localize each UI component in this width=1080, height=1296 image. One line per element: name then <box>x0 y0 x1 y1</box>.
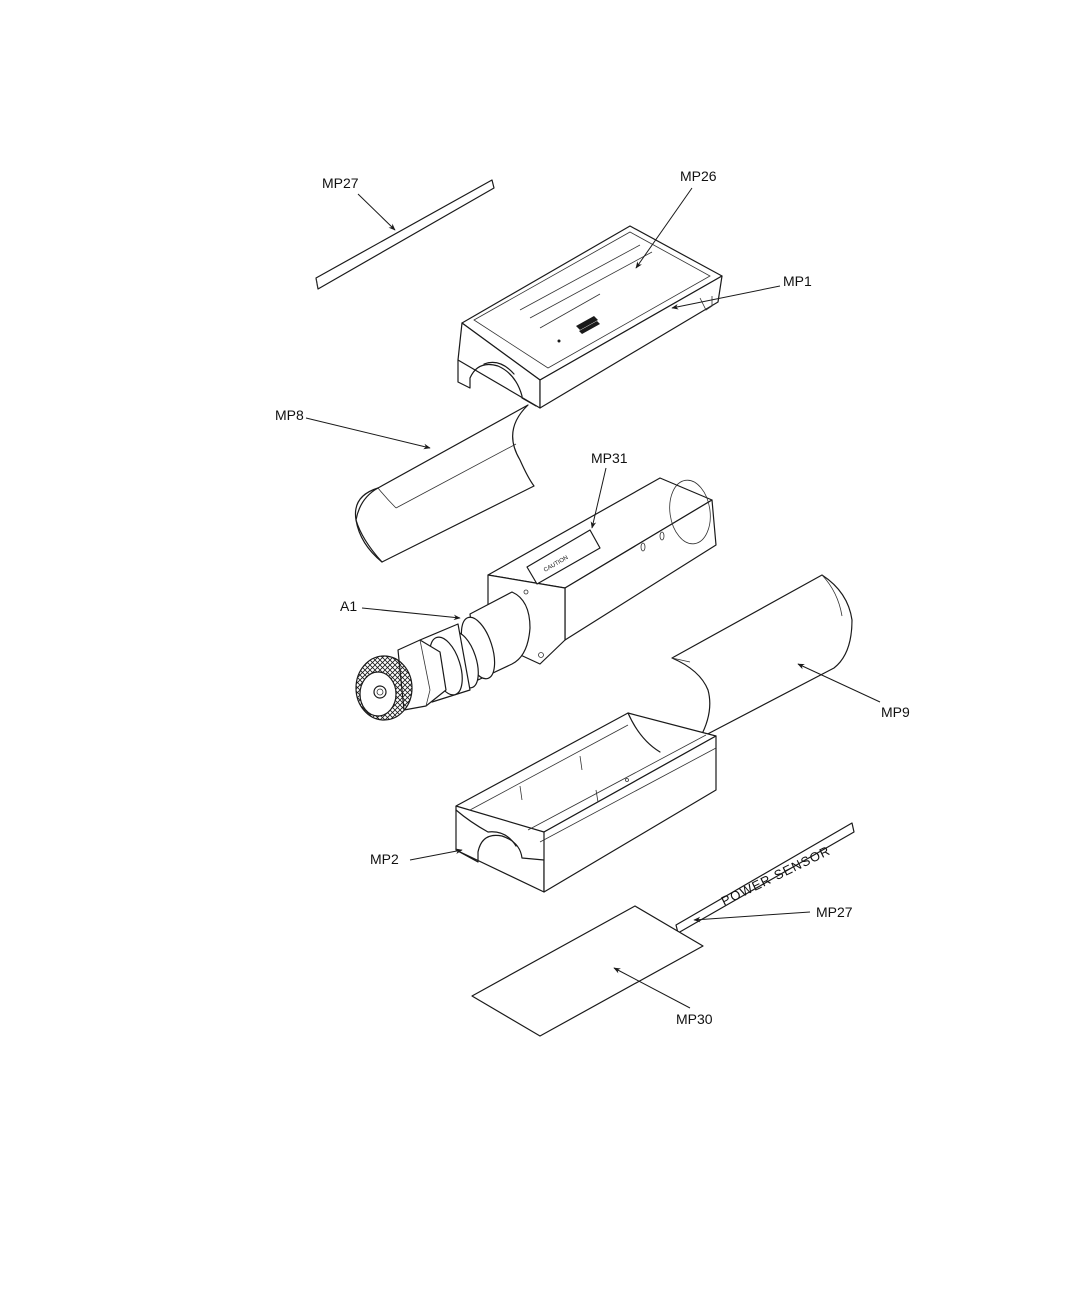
mp30-sheet <box>472 906 703 1036</box>
callout-mp27-top: MP27 <box>322 175 359 191</box>
callout-mp8: MP8 <box>275 407 304 423</box>
leader-mp8 <box>306 418 430 448</box>
mp8-shield <box>355 405 534 562</box>
leader-mp9 <box>798 664 880 702</box>
mp2-bottom-shell <box>456 713 716 892</box>
callout-mp30: MP30 <box>676 1011 713 1027</box>
callout-mp2: MP2 <box>370 851 399 867</box>
callout-mp31: MP31 <box>591 450 628 466</box>
callout-mp9: MP9 <box>881 704 910 720</box>
callout-mp1: MP1 <box>783 273 812 289</box>
mp9-shield <box>672 575 852 738</box>
callout-a1: A1 <box>340 598 357 614</box>
leader-a1 <box>362 608 460 618</box>
leader-mp2 <box>410 850 462 860</box>
power-sensor-text: POWER SENSOR <box>719 843 833 909</box>
leader-mp27-top <box>358 194 395 230</box>
callout-mp26: MP26 <box>680 168 717 184</box>
mp1-top-shell <box>458 226 722 408</box>
mp27-top-label-strip <box>316 180 494 289</box>
callout-mp27-bottom: MP27 <box>816 904 853 920</box>
